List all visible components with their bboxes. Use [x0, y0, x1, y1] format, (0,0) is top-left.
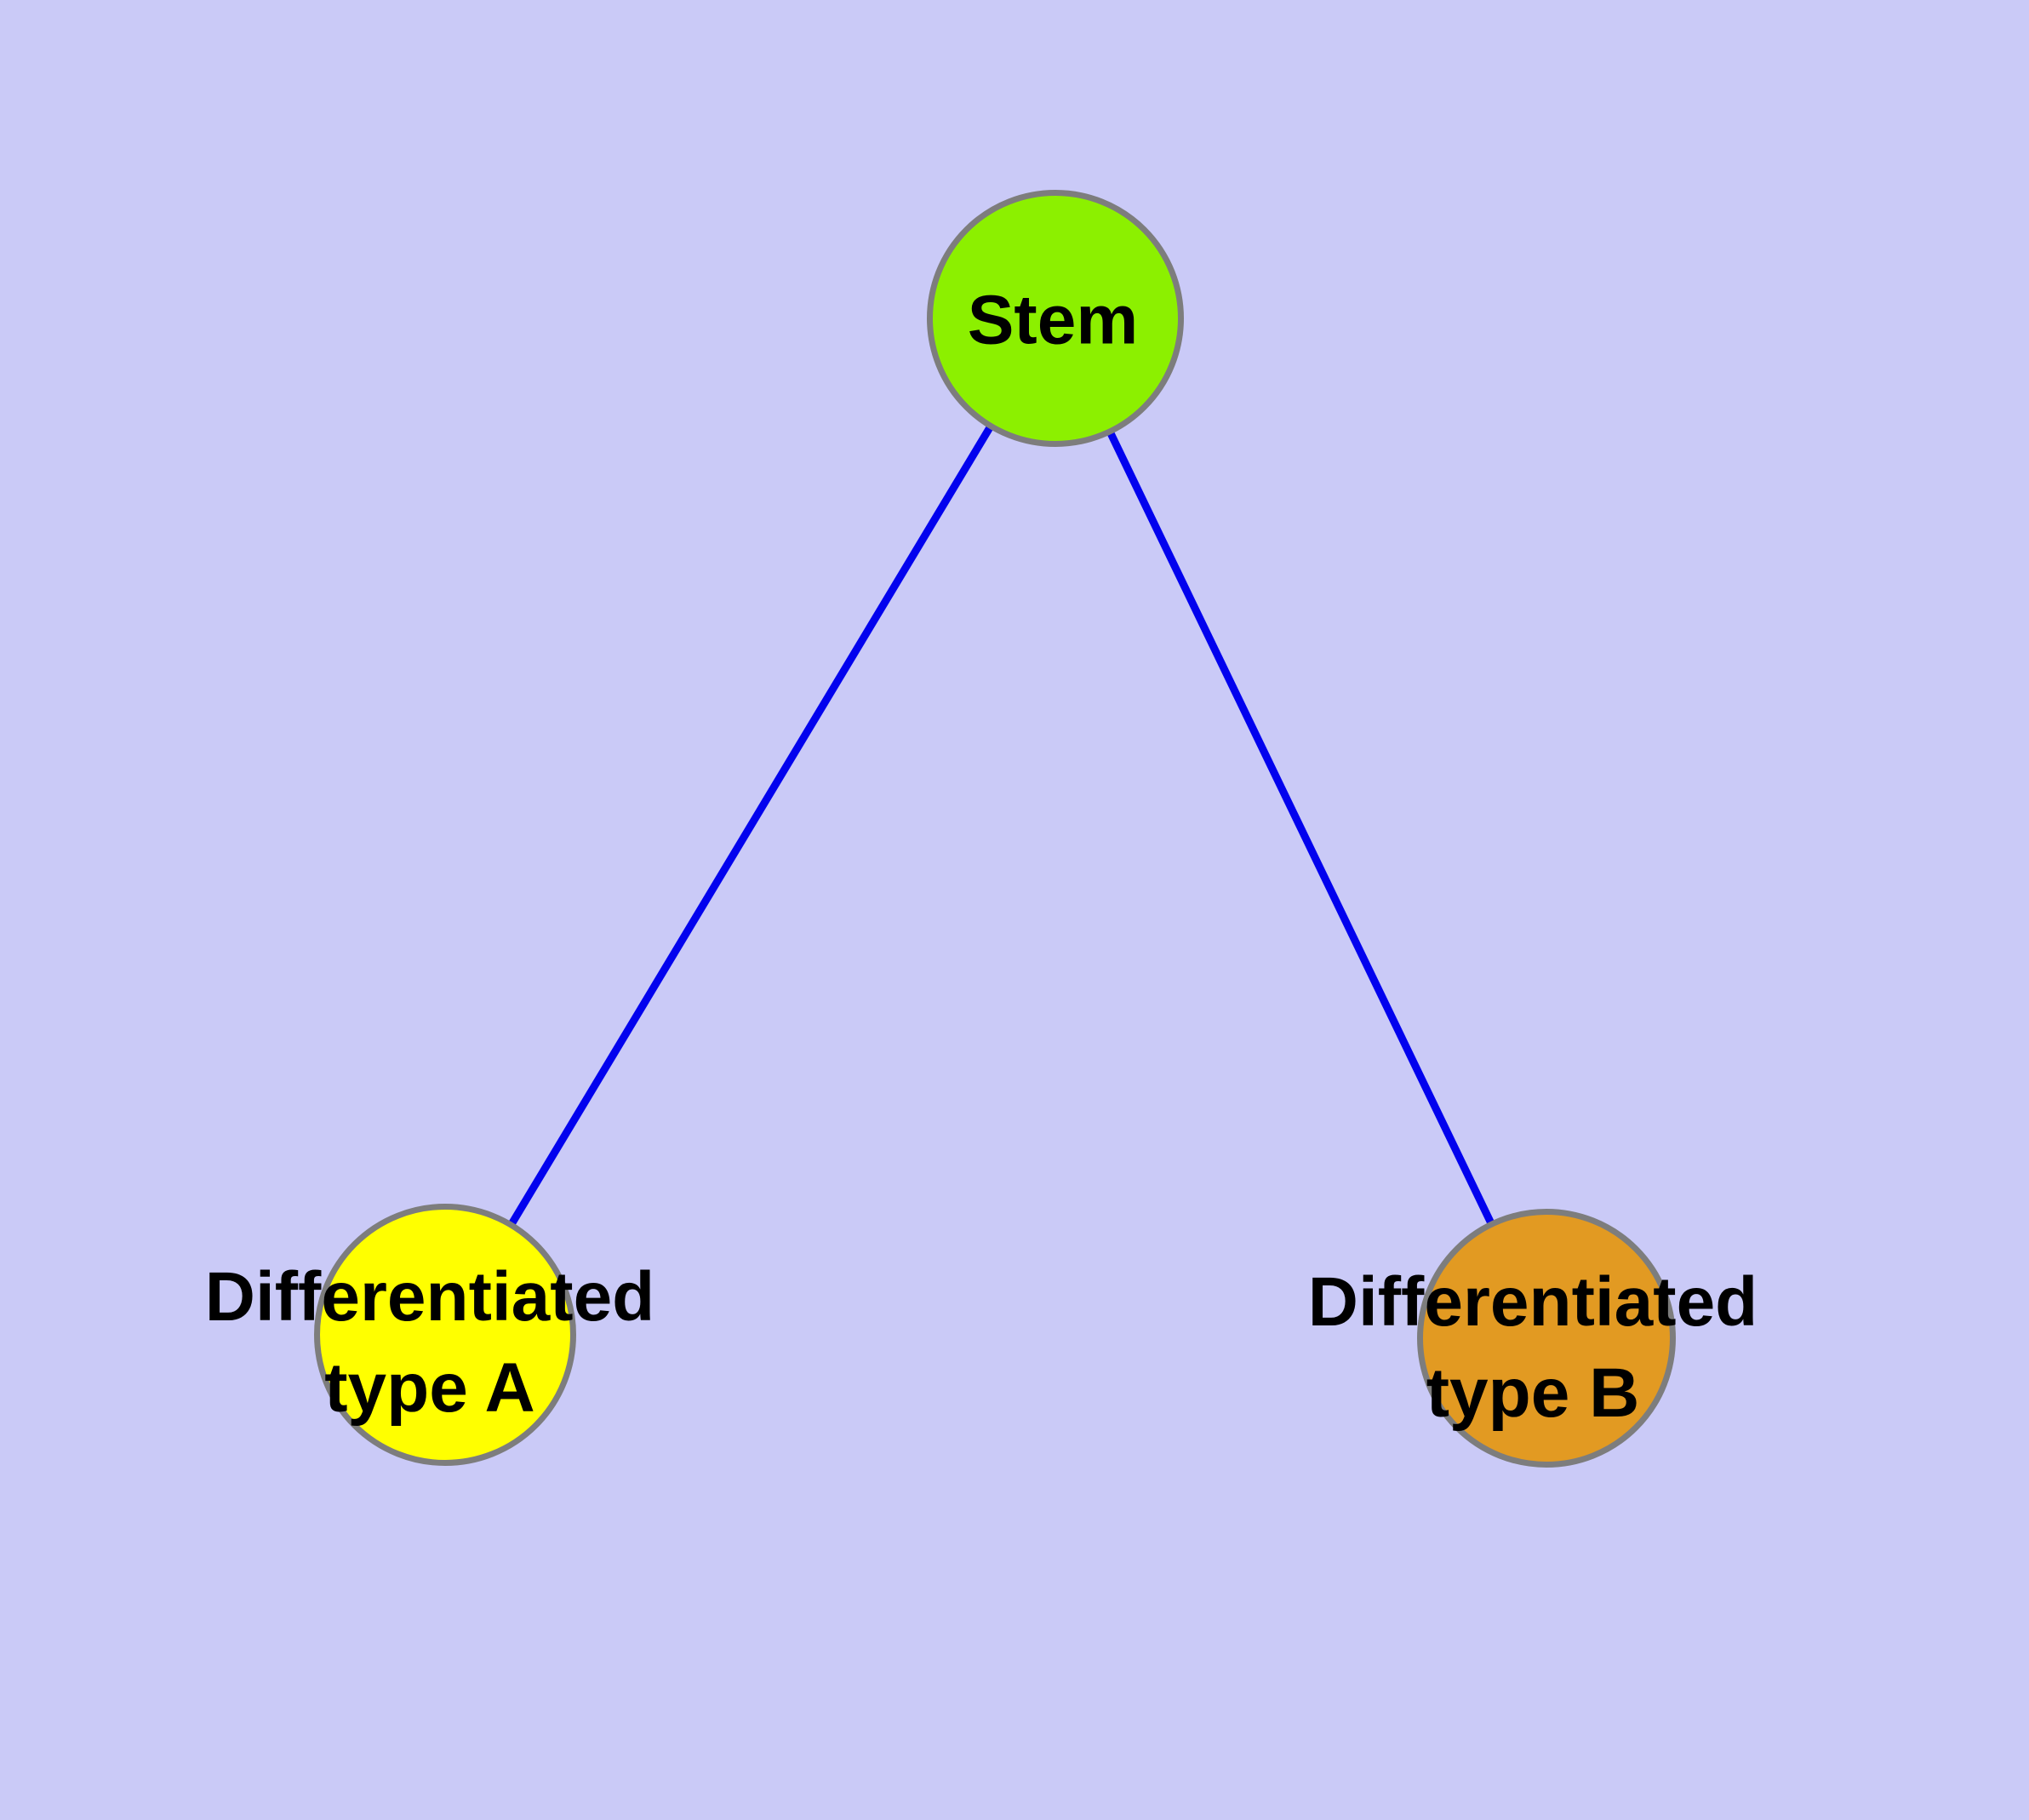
edge-stem-to-differentiated-type-a	[442, 316, 1059, 1337]
node-stem-label: Stem	[968, 275, 1139, 366]
node-stem-circle	[927, 190, 1184, 447]
label-line: Differentiated	[204, 1258, 655, 1336]
label-line: type A	[324, 1349, 535, 1427]
node-differentiated-type-b-circle	[1417, 1209, 1676, 1468]
label-line: Stem	[967, 281, 1139, 359]
edge-stem-to-differentiated-type-b	[1051, 317, 1551, 1340]
label-line: Differentiated	[1307, 1263, 1758, 1341]
node-differentiated-type-a-circle	[314, 1204, 576, 1466]
node-differentiated-type-a-label: Differentiated type A	[205, 1251, 655, 1434]
node-differentiated-type-b-label: Differentiated type B	[1308, 1256, 1758, 1439]
label-line: type B	[1426, 1354, 1640, 1432]
